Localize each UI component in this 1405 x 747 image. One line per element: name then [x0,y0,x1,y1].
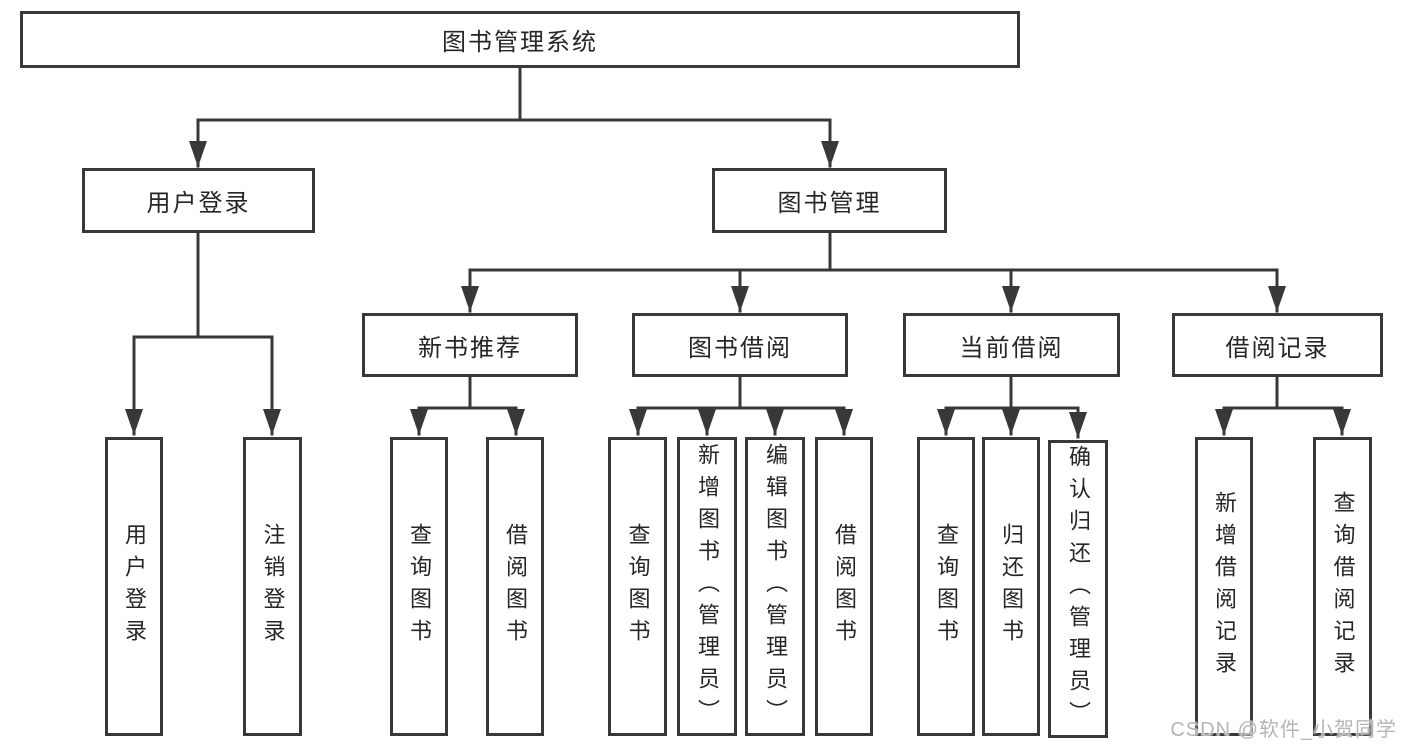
leaf-query-books-current: 查询图书 [917,437,975,736]
leaf-borrow-books-recommend: 借阅图书 [486,437,544,736]
leaf-confirm-return-admin: 确认归还（管理员） [1048,440,1108,738]
leaf-query-borrow-record: 查询借阅记录 [1313,437,1372,736]
node-current-borrowing-label: 当前借阅 [959,334,1064,362]
leaf-borrow-books-recommend-label: 借阅图书 [503,522,528,651]
leaf-confirm-return-admin-label: 确认归还（管理员） [1066,445,1091,733]
node-book-management-label: 图书管理 [777,190,882,217]
leaf-return-book-label: 归还图书 [999,522,1024,651]
node-new-book-recommendation-label: 新书推荐 [418,334,522,362]
leaf-add-book-admin-label: 新增图书（管理员） [695,442,720,731]
leaf-query-books-current-label: 查询图书 [934,522,959,651]
leaf-logout: 注销登录 [243,437,302,736]
node-user-login-label: 用户登录 [146,190,251,217]
node-book-borrowing: 图书借阅 [632,313,848,377]
node-borrowing-records: 借阅记录 [1172,313,1383,377]
leaf-query-books-borrowing-label: 查询图书 [625,522,651,651]
leaf-query-borrow-record-label: 查询借阅记录 [1330,490,1356,683]
node-library-system-label: 图书管理系统 [442,29,598,56]
leaf-add-borrow-record: 新增借阅记录 [1195,437,1253,736]
leaf-edit-book-admin-label: 编辑图书（管理员） [763,442,788,731]
leaf-return-book: 归还图书 [982,437,1040,736]
node-user-login: 用户登录 [82,168,315,233]
leaf-query-books-recommend: 查询图书 [390,437,448,736]
leaf-edit-book-admin: 编辑图书（管理员） [745,437,805,736]
leaf-query-books-borrowing: 查询图书 [608,437,667,736]
node-new-book-recommendation: 新书推荐 [362,313,578,377]
leaf-user-login-label: 用户登录 [122,522,147,651]
leaf-query-books-recommend-label: 查询图书 [407,522,432,651]
node-library-system: 图书管理系统 [20,11,1020,68]
leaf-logout-label: 注销登录 [260,522,286,651]
node-current-borrowing: 当前借阅 [903,313,1120,377]
leaf-add-borrow-record-label: 新增借阅记录 [1212,490,1237,683]
leaf-add-book-admin: 新增图书（管理员） [677,437,737,736]
leaf-borrow-books-borrowing: 借阅图书 [815,437,873,736]
leaf-user-login: 用户登录 [105,437,163,736]
node-book-borrowing-label: 图书借阅 [688,334,792,362]
node-book-management: 图书管理 [712,168,947,233]
csdn-watermark: CSDN @软件_小贺同学 [1170,719,1397,741]
leaf-borrow-books-borrowing-label: 借阅图书 [832,522,857,651]
node-borrowing-records-label: 借阅记录 [1225,334,1330,362]
